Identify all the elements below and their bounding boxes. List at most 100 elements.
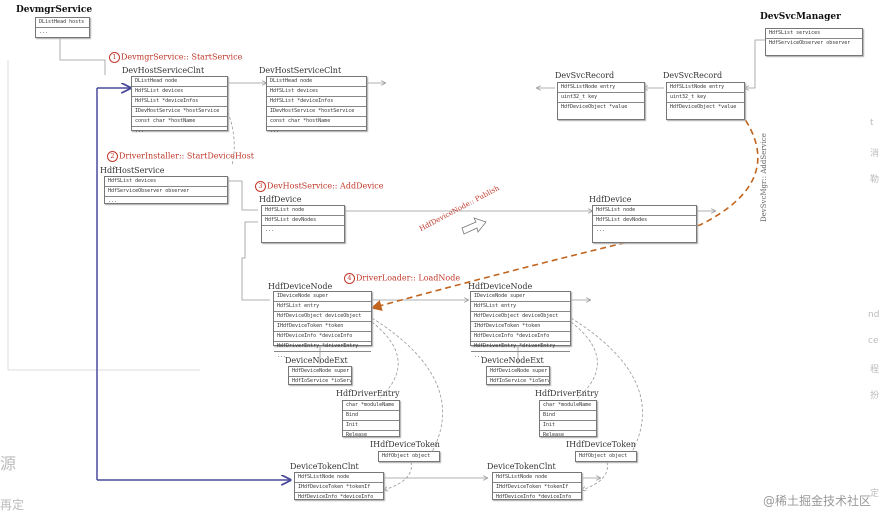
struct-field: HdfSList devices xyxy=(132,87,227,97)
bg-bottom-line: 再定 xyxy=(0,498,25,512)
devmgr-service-title: DevmgrService xyxy=(16,5,93,15)
struct-field: HdfDeviceObject deviceObject xyxy=(471,312,570,322)
watermark: @稀土掘金技术社区 xyxy=(762,494,871,508)
bg-right-6: 程 xyxy=(870,365,880,375)
struct-field: ... xyxy=(135,128,145,134)
struct-field: uint32_t key xyxy=(558,93,644,103)
hdf-device-node-title-2: HdfDeviceNode xyxy=(468,282,533,291)
struct-field: DListHead node xyxy=(267,77,366,87)
struct-field: IDevHostService *hostService xyxy=(132,107,227,117)
step-1-badge: 1 xyxy=(109,52,120,63)
struct-field: HdfDeviceNode super xyxy=(289,367,351,377)
struct-field: HdfSListNode entry xyxy=(667,83,744,93)
dev-svc-manager-title: DevSvcManager xyxy=(760,12,841,22)
struct-field: IDeviceNode super xyxy=(274,292,371,302)
struct-field: HdfDeviceInfo *deviceInfo xyxy=(274,332,371,342)
bg-right-8: 定 xyxy=(870,489,880,499)
dev-host-service-clnt-title-2: DevHostServiceClnt xyxy=(259,66,342,75)
struct-field: DListHead node xyxy=(132,77,227,87)
dev-host-service-clnt-title-1: DevHostServiceClnt xyxy=(122,66,205,75)
add-service-label: DevSvcMgr:: AddService xyxy=(760,133,768,222)
struct-field: IHdfDeviceToken *tokenIf xyxy=(493,483,581,493)
struct-field: uint32_t key xyxy=(667,93,744,103)
struct-field: HdfSList node xyxy=(262,206,344,216)
step-2-text: DriverInstaller:: StartDeviceHost xyxy=(119,151,254,161)
step-3-text: DevHostService:: AddDevice xyxy=(267,181,384,191)
struct-field: HdfDeviceNode super xyxy=(487,367,549,377)
struct-field: ... xyxy=(277,353,287,359)
bg-right-2: 消 xyxy=(870,149,880,159)
struct-field: HdfServiceObserver observer xyxy=(769,40,851,46)
struct-field: IHdfDeviceToken *tokenIf xyxy=(295,483,383,493)
struct-field: HdfDeviceInfo *deviceInfo xyxy=(298,494,374,500)
struct-field: HdfSList devices xyxy=(267,87,366,97)
struct-field: HdfObject object xyxy=(579,453,628,459)
struct-field: Init xyxy=(540,421,596,431)
struct-field: HdfDriverEntry *driverEntry xyxy=(471,342,570,352)
device-token-clnt-title-1: DeviceTokenClnt xyxy=(290,462,359,471)
hdf-device-title-2: HdfDevice xyxy=(589,195,632,204)
struct-field: ... xyxy=(265,227,275,233)
step-2-badge: 2 xyxy=(107,151,118,162)
struct-field: HdfIoService *ioService xyxy=(292,378,351,384)
struct-field: HdfSListNode node xyxy=(295,473,383,483)
struct-field: HdfDeviceObject *value xyxy=(561,104,628,110)
dev-svc-record-title-2: DevSvcRecord xyxy=(663,71,723,80)
struct-field: HdfSList *deviceInfos xyxy=(267,97,366,107)
device-node-ext-title-2: DeviceNodeExt xyxy=(481,356,544,365)
struct-field: ... xyxy=(108,198,118,204)
struct-field: HdfDeviceInfo *deviceInfo xyxy=(471,332,570,342)
device-node-ext-title-1: DeviceNodeExt xyxy=(285,356,348,365)
struct-field: HdfObject object xyxy=(382,453,431,459)
bg-right-4: nd xyxy=(868,310,880,320)
struct-field: Bind xyxy=(540,411,596,421)
struct-field: const char *hostName xyxy=(132,117,227,127)
dev-svc-record-title-1: DevSvcRecord xyxy=(555,71,615,80)
step-4-text: DriverLoader:: LoadNode xyxy=(356,273,461,283)
struct-field: HdfSList services xyxy=(766,29,862,39)
struct-field: HdfSList devNodes xyxy=(262,216,344,226)
struct-field: ... xyxy=(270,128,280,134)
step-1-text: DevmgrService:: StartService xyxy=(121,52,243,62)
struct-field: IHdfDeviceToken *token xyxy=(471,322,570,332)
bg-left-glyph: 源 xyxy=(0,454,17,473)
step-4-badge: 4 xyxy=(344,273,355,284)
struct-field: HdfSList devices xyxy=(105,177,227,187)
ihdf-device-token-title-2: IHdfDeviceToken xyxy=(566,440,636,449)
bg-right-7: 扮 xyxy=(870,391,880,401)
hdf-device-title-1: HdfDevice xyxy=(259,195,302,204)
struct-field: HdfServiceObserver observer xyxy=(105,187,227,197)
ihdf-device-token-title-1: IHdfDeviceToken xyxy=(370,440,440,449)
struct-field: char *moduleName xyxy=(540,401,596,411)
struct-field: HdfSListNode entry xyxy=(558,83,644,93)
struct-field: HdfDeviceObject *value xyxy=(670,104,737,110)
struct-field: ... xyxy=(39,29,49,35)
struct-field: HdfDeviceInfo *deviceInfo xyxy=(496,494,572,500)
struct-field: HdfSList *deviceInfos xyxy=(132,97,227,107)
struct-field: HdfDeviceObject deviceObject xyxy=(274,312,371,322)
hdf-driver-entry-title-2: HdfDriverEntry xyxy=(535,389,599,398)
step-3-badge: 3 xyxy=(255,181,266,192)
ihdf-device-token-box-2: HdfObject object xyxy=(575,451,637,462)
hdf-driver-entry-title-1: HdfDriverEntry xyxy=(336,389,400,398)
struct-field: HdfDriverEntry *driverEntry xyxy=(274,342,371,352)
device-token-clnt-title-2: DeviceTokenClnt xyxy=(487,462,556,471)
struct-field: IDevHostService *hostService xyxy=(267,107,366,117)
